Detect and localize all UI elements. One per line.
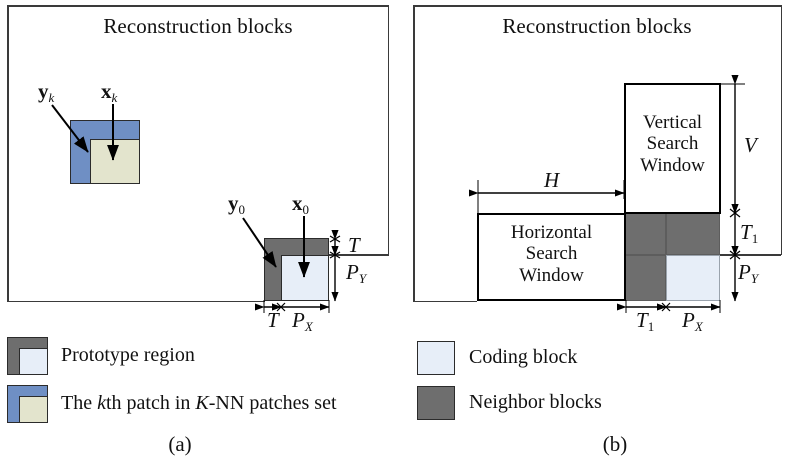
dim-label-T1-symbol: T <box>740 220 752 244</box>
label-x-0-subscript: 0 <box>302 202 310 217</box>
dim-label-b-T1-bottom-symbol: T <box>636 308 648 332</box>
panel-b-frame-right <box>780 5 782 255</box>
panel-a-frame-left <box>7 5 9 302</box>
dim-label-b-PY: PY <box>738 260 759 286</box>
panel-a-title: Reconstruction blocks <box>103 14 293 38</box>
panel-b-frame-bottom <box>413 300 477 302</box>
legend-b-label-coding: Coding block <box>469 346 578 368</box>
legend-b-label-neighbor: Neighbor blocks <box>469 391 602 413</box>
panel-b-title: Reconstruction blocks <box>502 14 692 38</box>
legend-a-knn-part3: K <box>195 392 209 414</box>
coding-block <box>666 255 720 301</box>
legend-a-knn-part1: k <box>97 392 106 414</box>
dim-label-PY-subscript: Y <box>358 271 367 286</box>
horizontal-search-window-line-0: Horizontal <box>510 222 593 243</box>
dim-label-T1: T1 <box>740 220 759 246</box>
panel-a-frame-bottom <box>7 300 265 302</box>
horizontal-search-window <box>477 213 626 301</box>
dim-label-T-top: T <box>348 235 360 256</box>
legend-swatch-prototype-inner <box>19 348 48 375</box>
vertical-search-window-text: Vertical Search Window <box>624 112 721 176</box>
dim-label-H-symbol: H <box>544 168 560 192</box>
legend-swatch-neighbor-blocks <box>417 386 455 420</box>
dim-label-PY-symbol: P <box>346 260 359 284</box>
dim-label-V: V <box>744 135 757 156</box>
dim-label-b-PX-symbol: P <box>682 308 695 332</box>
dim-label-T-bottom-symbol: T <box>267 308 279 332</box>
panel-a-frame-notch <box>328 254 389 256</box>
dim-label-PX-symbol: P <box>292 308 305 332</box>
dim-label-PY: PY <box>346 260 367 286</box>
vertical-search-window <box>624 83 721 214</box>
horizontal-search-window-line-1: Search <box>525 243 578 265</box>
label-x-k-symbol: x <box>101 79 112 103</box>
legend-swatch-knn-inner <box>19 396 48 423</box>
legend-a-knn-part0: The <box>61 392 98 414</box>
neighbor-block-top-right <box>666 213 720 255</box>
panel-b-frame-left <box>413 5 415 302</box>
legend-a-knn-part2: th patch in <box>105 392 196 414</box>
dim-label-T-top-symbol: T <box>348 233 360 257</box>
dim-label-b-PX: PX <box>682 308 703 334</box>
dim-label-V-symbol: V <box>744 133 757 157</box>
legend-a-knn-part4: -NN patches set <box>208 392 337 414</box>
vertical-search-window-line-2: Window <box>640 154 705 176</box>
dim-label-PX: PX <box>292 308 313 334</box>
panel-b-frame-notch <box>720 254 781 256</box>
vertical-search-window-line-0: Vertical <box>642 112 703 133</box>
dim-label-T1-subscript: 1 <box>751 231 759 246</box>
label-y-k-subscript: k <box>48 90 55 105</box>
dim-label-b-PY-subscript: Y <box>750 271 759 286</box>
neighbor-block-bottom-left <box>625 255 666 301</box>
dim-label-PX-subscript: X <box>304 319 313 334</box>
legend-a-label-knn: The kth patch in K-NN patches set <box>61 393 337 413</box>
label-y-k-symbol: y <box>38 79 49 103</box>
vertical-search-window-line-1: Search <box>646 133 699 155</box>
dim-label-H: H <box>544 170 559 191</box>
legend-swatch-coding-block <box>417 341 455 375</box>
horizontal-search-window-line-2: Window <box>519 264 584 286</box>
legend-a-label-prototype: Prototype region <box>61 344 195 366</box>
panel-b-caption: (b) <box>602 432 628 456</box>
label-y-k: yk <box>38 79 55 105</box>
dim-label-b-PX-subscript: X <box>694 319 703 334</box>
panel-a-frame-right <box>387 5 389 255</box>
dim-label-b-PY-symbol: P <box>738 260 751 284</box>
label-y-0-subscript: 0 <box>238 202 246 217</box>
dim-label-T-bottom: T <box>267 310 279 331</box>
label-x-k: xk <box>101 79 118 105</box>
panel-b-frame-top <box>413 5 782 7</box>
label-x-k-subscript: k <box>111 90 118 105</box>
label-y-0: y0 <box>228 191 246 217</box>
panel-a-frame-top <box>7 5 389 7</box>
panel-a-caption: (a) <box>168 432 192 456</box>
dim-label-b-T1-bottom: T1 <box>636 308 655 334</box>
label-y-0-symbol: y <box>228 191 239 215</box>
label-x-0-symbol: x <box>292 191 303 215</box>
dim-label-b-T1-bottom-subscript: 1 <box>647 319 655 334</box>
label-x-0: x0 <box>292 191 310 217</box>
horizontal-search-window-text: Horizontal Search Window <box>477 222 626 286</box>
neighbor-block-top-left <box>625 213 666 255</box>
